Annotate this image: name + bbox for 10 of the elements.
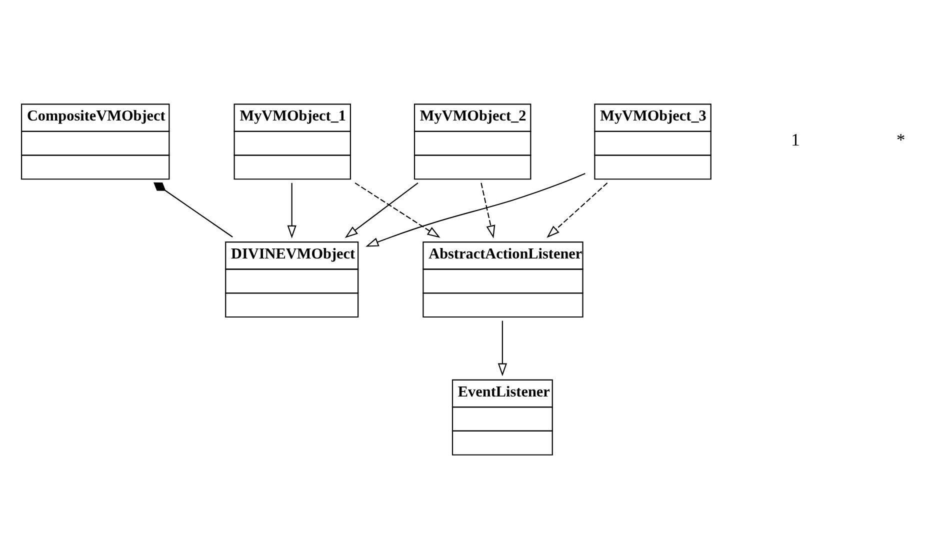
connector [154,182,233,238]
label: 1 [791,130,800,150]
arrow [498,320,507,376]
arrow [480,182,496,238]
arrow [354,182,440,238]
arrow [344,182,418,238]
label: * [896,130,906,150]
arrow [287,182,296,238]
arrow [546,182,608,238]
arrow [366,173,586,247]
